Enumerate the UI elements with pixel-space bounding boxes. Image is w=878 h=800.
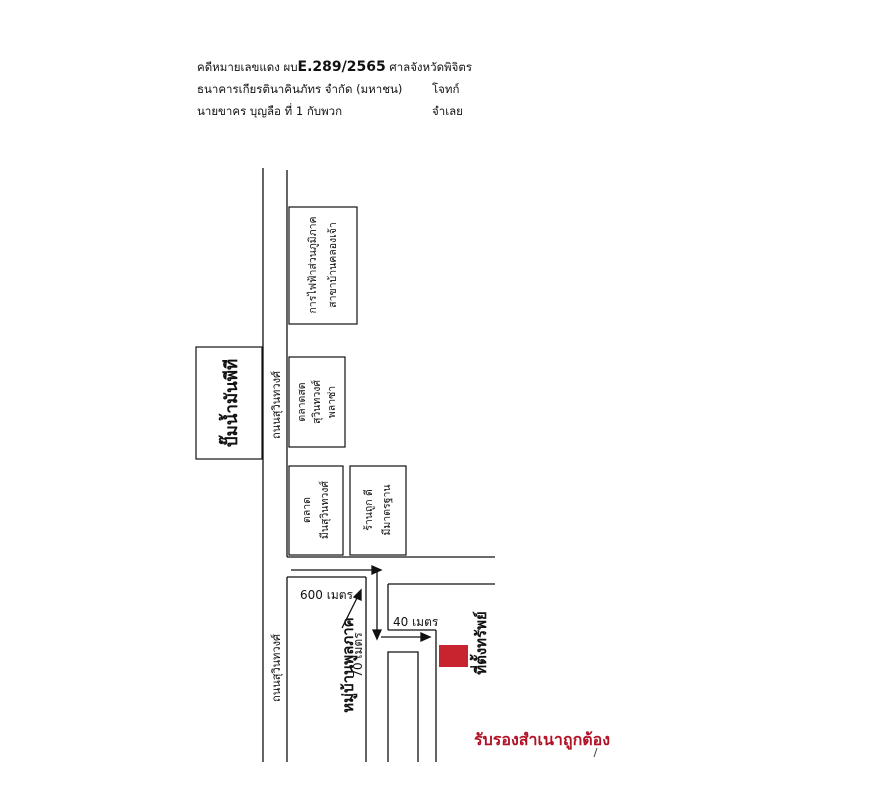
distance-600: 600 เมตร: [300, 588, 354, 602]
case-number: E.289/2565: [297, 59, 386, 75]
target-property-marker: [439, 645, 468, 667]
sukhumwong-market-box: [288, 356, 346, 448]
defendant-name: นายขาคร บุญลือ ที่ 1 กับพวก: [197, 104, 343, 118]
plaintiff-role: โจทก์: [432, 82, 460, 96]
road-label-upper: ถนนสุวินทวงศ์: [270, 371, 283, 439]
pea-office-box: [288, 206, 358, 325]
arrow-diagonal-head: [352, 588, 362, 601]
arrow-diagonal-shaft: [341, 595, 359, 629]
sukhumwong-market-label-line-1: ตลาดสด: [296, 382, 308, 421]
plaintiff-name: ธนาคารเกียรตินาคินภัทร จำกัด (มหาชน): [197, 82, 403, 96]
arrow-40-head: [420, 631, 432, 643]
pen-mark: [593, 747, 598, 758]
shop-label-line-2: มีมาตรฐาน: [380, 484, 393, 535]
distance-70: 70 เมตร: [351, 632, 365, 678]
case-prefix: คดีหมายเลขแดง ผบ: [197, 60, 298, 74]
sukhumwong-market-label-line-3: พลาซ่า: [326, 386, 338, 418]
defendant-role: จำเลย: [432, 104, 463, 118]
arrow-70-head: [371, 629, 383, 641]
minburi-market-box: [288, 465, 344, 556]
target-property-label: ที่ตั้งทรัพย์: [469, 611, 490, 675]
road-label-lower: ถนนสุวินทวงศ์: [270, 634, 283, 702]
shop-box: [349, 465, 407, 556]
distance-40: 40 เมตร: [393, 615, 439, 629]
court-name: ศาลจังหวัดพิจิตร: [389, 60, 473, 74]
inner-block: [387, 651, 419, 762]
sukhumwong-market-label-line-2: สุวินทวงศ์: [310, 380, 323, 424]
certified-copy-stamp: รับรองสำเนาถูกต้อง: [474, 730, 611, 749]
pea-office-label-line-1: การไฟฟ้าส่วนภูมิภาค: [306, 216, 319, 313]
case-line: คดีหมายเลขแดง ผบE.289/2565 ศาลจังหวัดพิจ…: [197, 60, 472, 74]
pea-office-label-line-2: สาขาบ้านคลองเจ้า: [327, 222, 339, 308]
minburi-market-label-line-2: มีนสุวินทวงศ์: [318, 481, 331, 540]
gas-station-box: [195, 346, 263, 460]
village-road-label: หมู่บ้านพูลภาค: [339, 617, 358, 712]
gas-station-label-line-1: ปั๊มน้ำมันพีที: [218, 359, 242, 447]
shop-label-line-1: ร้านถูก ดี: [362, 489, 375, 531]
minburi-market-label-line-1: ตลาด: [301, 497, 313, 523]
